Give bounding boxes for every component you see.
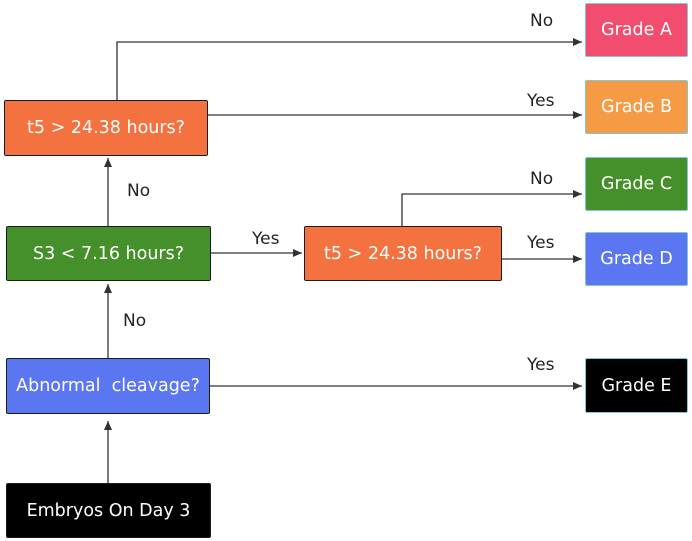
node-t5-mid: t5 > 24.38 hours? — [304, 226, 502, 281]
node-grade-c: Grade C — [585, 157, 688, 211]
node-grade-e: Grade E — [585, 358, 688, 413]
edge-label-mid-no: No — [530, 169, 554, 189]
edge-t5-mid-to-grade-c — [401, 190, 582, 226]
node-grade-d: Grade D — [585, 232, 688, 286]
edge-label-mid-yes: Yes — [527, 233, 555, 253]
node-grade-b: Grade B — [585, 80, 688, 134]
edge-label-s3-yes: Yes — [252, 229, 280, 249]
edge-label-abnormal-no: No — [123, 311, 147, 331]
edge-t5-top-to-grade-a — [116, 38, 582, 100]
node-start: Embryos On Day 3 — [6, 483, 211, 538]
edge-label-abnormal-yes: Yes — [527, 355, 555, 375]
node-s3: S3 < 7.16 hours? — [6, 226, 211, 281]
edge-label-s3-no: No — [127, 181, 151, 201]
edge-label-top-no: No — [530, 11, 554, 31]
edge-label-top-yes: Yes — [527, 91, 555, 111]
node-grade-a: Grade A — [585, 3, 688, 57]
node-t5-top: t5 > 24.38 hours? — [4, 100, 208, 156]
node-abnormal-cleavage: Abnormal cleavage? — [6, 358, 210, 414]
